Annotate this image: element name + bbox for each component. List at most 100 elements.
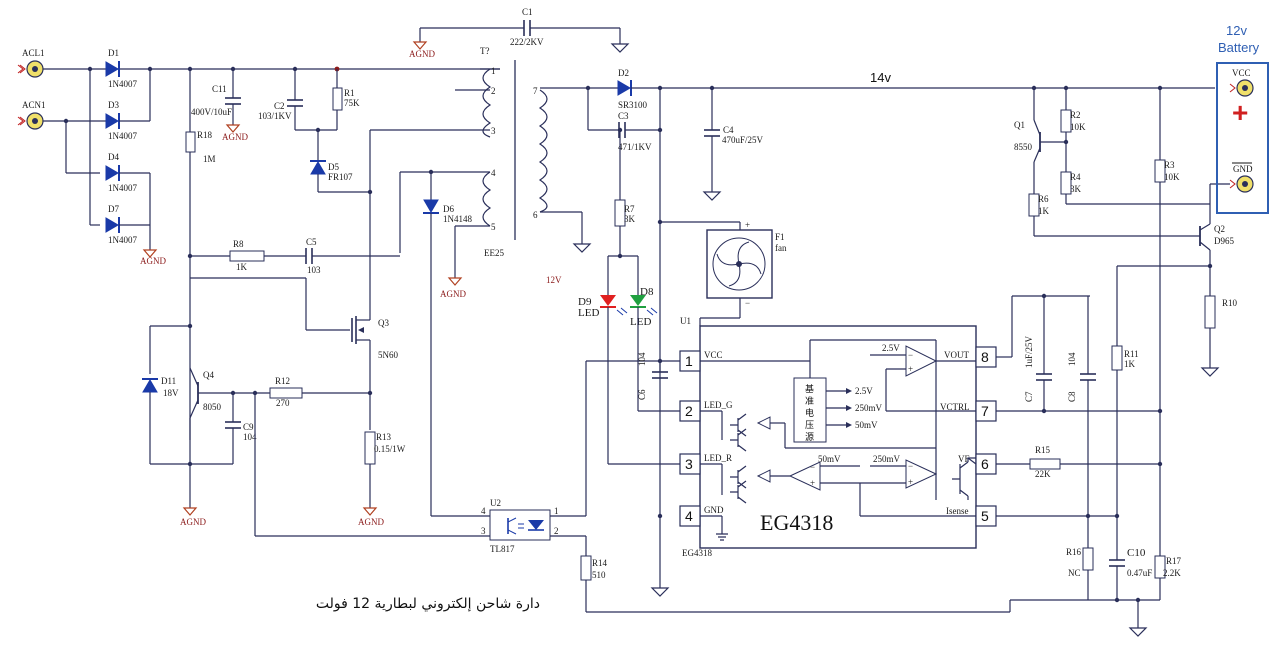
caption: دارة شاحن إلكتروني لبطارية 12 فولت — [316, 596, 540, 612]
d11-value: 18V — [163, 388, 179, 398]
primary-section: R18 1M AGND C11 400V/10uF C2 103/1KV R1 … — [185, 66, 370, 440]
u2-pin2: 2 — [554, 526, 559, 536]
d2-ref: D2 — [618, 68, 629, 78]
u2-value: TL817 — [490, 544, 515, 554]
indicator-section: R7 3K D9 LED D8 LED + − F1 fan — [578, 127, 787, 519]
output-network: 1uF/25V C7 104 C8 R15 22K R16 NC R11 1K … — [996, 85, 1182, 637]
c9-value: 104 — [243, 432, 257, 442]
rail-voltage-label: 14v — [870, 70, 891, 85]
t-pin6: 6 — [533, 210, 538, 220]
d5-ref: D5 — [328, 162, 339, 172]
u2-ref: U2 — [490, 498, 501, 508]
svg-text:−: − — [908, 461, 913, 471]
r3-value: 10K — [1164, 172, 1180, 182]
c3-ref: C3 — [618, 111, 629, 121]
c6-ref: C6 — [637, 389, 647, 400]
u2-pin1: 1 — [554, 506, 559, 516]
r3-ref: R3 — [1164, 160, 1175, 170]
q3-ref: Q3 — [378, 318, 389, 328]
svg-text:准: 准 — [805, 396, 814, 407]
d1-value: 1N4007 — [108, 79, 137, 89]
label-12v: 12V — [546, 275, 562, 285]
acn-label: ACN1 — [22, 100, 46, 110]
pin-5-name: Isense — [946, 506, 969, 516]
pin-1-name: VCC — [704, 350, 723, 360]
r17-value: 2.2K — [1163, 568, 1181, 578]
agnd-label-2: AGND — [222, 132, 248, 142]
q2-ref: Q2 — [1214, 224, 1225, 234]
q4-value: 8050 — [203, 402, 222, 412]
amp-label-a: 2.5V — [882, 343, 900, 353]
d5-value: FR107 — [328, 172, 353, 182]
d4-value: 1N4007 — [108, 183, 137, 193]
chip-name: EG4318 — [760, 510, 833, 535]
d2-value: SR3100 — [618, 100, 648, 110]
d9-ref: D9 — [578, 296, 592, 308]
r13-value: 0.15/1W — [374, 444, 406, 454]
c9-ref: C9 — [243, 422, 254, 432]
d7-ref: D7 — [108, 204, 119, 214]
pin-1-num: 1 — [685, 353, 693, 369]
q2-value: D965 — [1214, 236, 1234, 246]
chip-u1: U1 EG4318 EG4318 1 VCC 2 LED_G 3 LED_R 4… — [679, 316, 997, 558]
r8-ref: R8 — [233, 239, 244, 249]
agnd-label-6: AGND — [358, 517, 384, 527]
pin-4-num: 4 — [685, 508, 693, 524]
f1-ref: F1 — [775, 232, 785, 242]
amp-label-c: 250mV — [873, 454, 901, 464]
optocoupler-u2: U2 TL817 4 3 1 2 R14 510 — [481, 360, 1010, 613]
r18-value: 1M — [203, 154, 216, 164]
d6-ref: D6 — [443, 204, 454, 214]
battery-plus-sign: + — [1232, 97, 1248, 128]
svg-text:+: + — [745, 220, 750, 230]
r16-value: NC — [1068, 568, 1081, 578]
diode-d1: D1 1N4007 — [105, 48, 137, 89]
svg-text:−: − — [810, 462, 815, 472]
d8-ref: D8 — [640, 286, 654, 298]
r10-ref: R10 — [1222, 298, 1238, 308]
d11-ref: D11 — [161, 376, 176, 386]
d7-value: 1N4007 — [108, 235, 137, 245]
agnd-label-5: AGND — [180, 517, 206, 527]
t-pin7: 7 — [533, 86, 538, 96]
chip-part-label: EG4318 — [682, 548, 712, 558]
battery-gnd-label: GND — [1233, 164, 1253, 174]
f1-value: fan — [775, 243, 787, 253]
c7-value: 1uF/25V — [1024, 335, 1034, 368]
c7-ref: C7 — [1024, 391, 1034, 402]
r18-ref: R18 — [197, 130, 213, 140]
diode-d3: D3 1N4007 — [105, 100, 137, 141]
c8-value: 104 — [1067, 352, 1077, 366]
c6-value: 104 — [637, 352, 647, 366]
svg-text:基: 基 — [805, 383, 814, 395]
t-pin2: 2 — [491, 86, 496, 96]
u1-ref: U1 — [680, 316, 691, 326]
t-pin1: 1 — [491, 66, 496, 76]
battery-title-1: 12v — [1226, 23, 1247, 38]
u2-pin3: 3 — [481, 526, 486, 536]
svg-text:电: 电 — [805, 407, 814, 419]
amp-label-b: 50mV — [818, 454, 841, 464]
pin-6-num: 6 — [981, 456, 989, 472]
pin-3-num: 3 — [685, 456, 693, 472]
pin-6-name: VF — [958, 454, 970, 464]
t-value: EE25 — [484, 248, 504, 258]
t-ref: T? — [480, 46, 490, 56]
r2-ref: R2 — [1070, 110, 1081, 120]
agnd-label-4: AGND — [440, 289, 466, 299]
r12-value: 270 — [276, 398, 290, 408]
ac-input: ACL1 ACN1 — [17, 48, 500, 226]
r6-value: 1K — [1038, 206, 1050, 216]
battery-connector: 12v Battery VCC + GND — [1216, 23, 1269, 214]
pin-3-name: LED_R — [704, 453, 732, 463]
agnd-label-1: AGND — [140, 256, 166, 266]
r7-value: 3K — [624, 214, 636, 224]
capacitor-c1: AGND C1 222/2KV — [409, 7, 630, 59]
bridge-diodes: D1 1N4007 D3 1N4007 D4 1N4007 D7 1N4007 … — [100, 48, 166, 266]
r11-value: 1K — [1124, 359, 1136, 369]
c1-ref: C1 — [522, 7, 533, 17]
u2-pin4: 4 — [481, 506, 486, 516]
mosfet-q3: Q3 5N60 — [190, 130, 398, 430]
q1-value: 8550 — [1014, 142, 1033, 152]
transformer: T? 1 2 3 4 5 AGND EE25 7 6 12V — [370, 46, 592, 299]
